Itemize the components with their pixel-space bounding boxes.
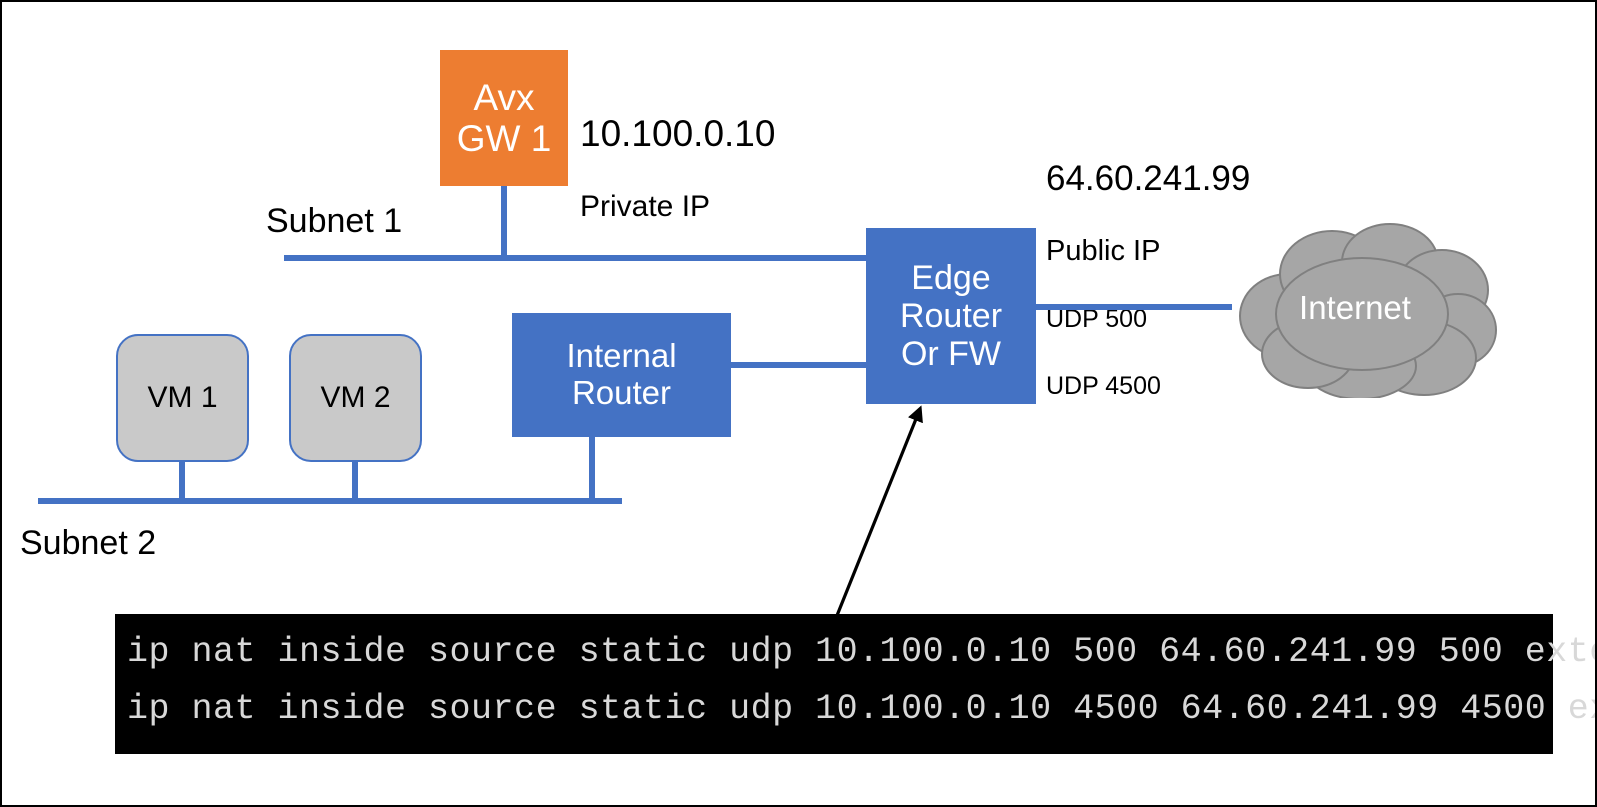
- cli-config-line-2: ip nat inside source static udp 10.100.0…: [127, 688, 1595, 729]
- node-edge-router-or-fw[interactable]: Edge Router Or FW: [866, 228, 1036, 404]
- node-internet-cloud[interactable]: Internet: [1210, 218, 1500, 400]
- callout-arrow-icon: [834, 405, 923, 619]
- node-internal-router[interactable]: Internal Router: [512, 313, 731, 437]
- private-ip-caption: Private IP: [580, 189, 711, 223]
- vm-2-label: VM 2: [320, 381, 391, 415]
- connector-avx-to-subnet1: [501, 186, 507, 261]
- subnet1-label: Subnet 1: [266, 202, 403, 240]
- edge-router-label-line1: Edge: [911, 258, 991, 297]
- node-vm-1[interactable]: VM 1: [116, 334, 249, 462]
- private-ip-address: 10.100.0.10: [580, 113, 776, 154]
- node-vm-2[interactable]: VM 2: [289, 334, 422, 462]
- edge-router-label-line3: Or FW: [900, 335, 1002, 374]
- vm-1-label: VM 1: [147, 381, 218, 415]
- internal-router-label-line1: Internal: [566, 337, 677, 375]
- cli-config-line-1: ip nat inside source static udp 10.100.0…: [127, 632, 1597, 672]
- subnet1-bus-line: [284, 255, 884, 261]
- avx-gateway-label-line2: GW 1: [456, 118, 552, 159]
- connector-internal-router-to-edge-router: [731, 362, 868, 368]
- public-ip-port-4500: UDP 4500: [1046, 372, 1161, 401]
- connector-vm2-to-subnet2: [352, 462, 358, 503]
- connector-edge-router-to-internet: [1036, 304, 1232, 310]
- internal-router-label-line2: Router: [571, 374, 672, 411]
- subnet2-label: Subnet 2: [20, 524, 157, 562]
- node-avx-gateway[interactable]: Avx GW 1: [440, 50, 568, 186]
- public-ip-address: 64.60.241.99: [1046, 159, 1251, 198]
- private-ip-annotation: 10.100.0.10 Private IP: [580, 78, 775, 260]
- avx-gateway-label-line1: Avx: [473, 76, 535, 118]
- connector-vm1-to-subnet2: [179, 462, 185, 503]
- cli-config-terminal: ip nat inside source static udp 10.100.0…: [115, 614, 1597, 754]
- public-ip-caption: Public IP: [1046, 234, 1161, 267]
- cloud-icon: [1239, 223, 1497, 400]
- subnet2-bus-line: [38, 498, 622, 504]
- connector-internal-router-to-subnet2: [589, 437, 595, 503]
- edge-router-label-line2: Router: [899, 296, 1003, 335]
